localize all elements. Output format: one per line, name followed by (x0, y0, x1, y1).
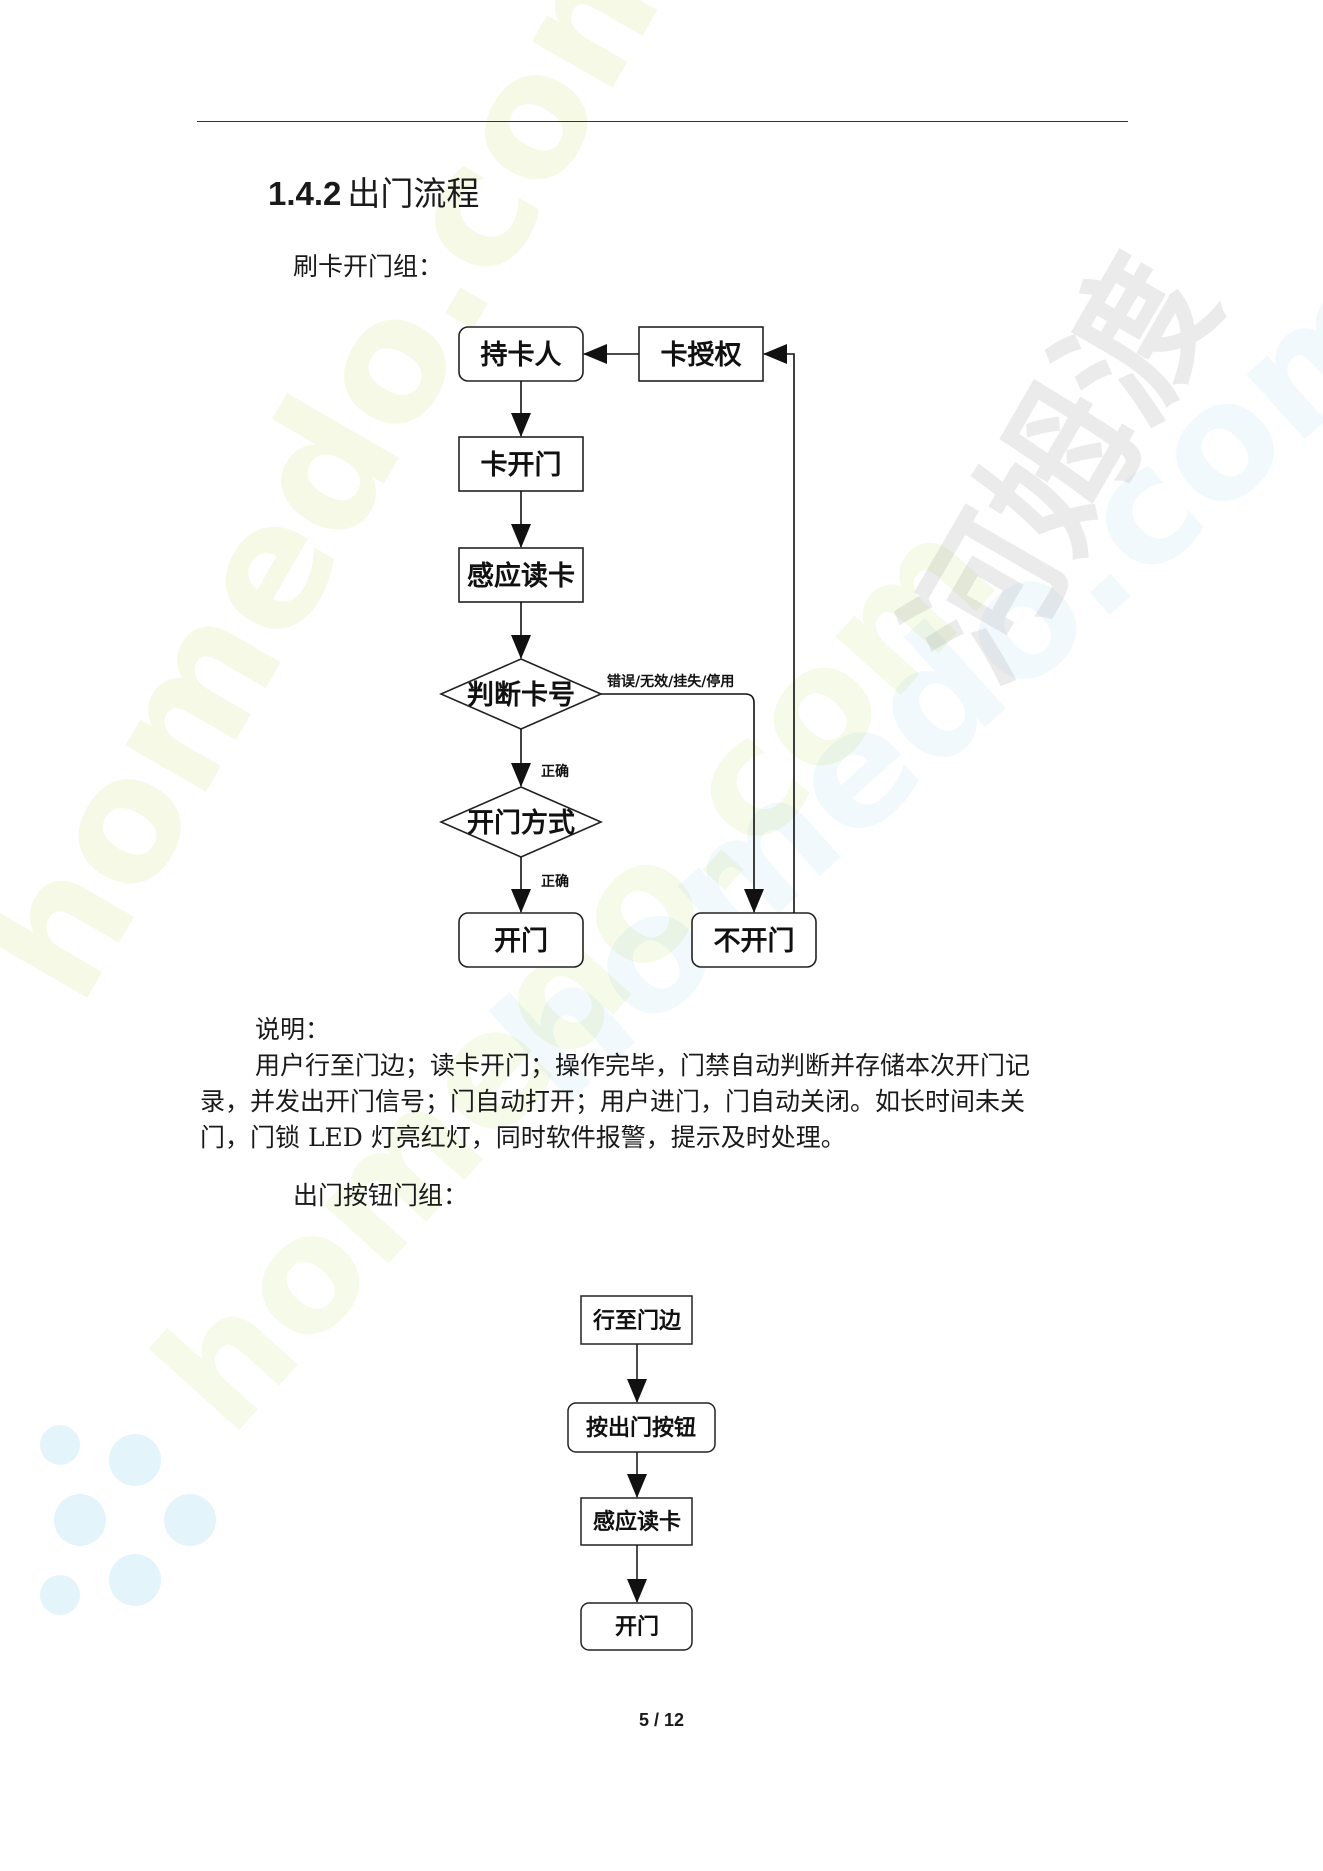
section-number: 1.4.2 (268, 175, 342, 212)
node-holder-label: 持卡人 (481, 340, 562, 371)
node-authorize-label: 卡授权 (661, 340, 742, 371)
card-group-label: 刷卡开门组： (293, 252, 444, 281)
node-no-open (691, 912, 817, 968)
node-walk (580, 1295, 693, 1345)
node-open-label: 开门 (494, 926, 548, 957)
node-no-open-label: 不开门 (714, 926, 795, 957)
node-open-2 (580, 1602, 693, 1651)
node-press (567, 1402, 716, 1453)
edge-label-correct-1: 正确 (541, 763, 569, 780)
description-label: 说明： (255, 1015, 331, 1044)
button-flowchart: 行至门边 按出门按钮 感应读卡 开门 (567, 1295, 716, 1651)
node-read-card-2 (580, 1497, 693, 1546)
header-rule (197, 121, 1128, 122)
node-card-open-label: 卡开门 (481, 450, 562, 481)
node-open-mode-label: 开门方式 (467, 807, 575, 839)
edge-label-error: 错误/无效/挂失/停用 (607, 673, 734, 690)
card-flowchart: 持卡人 卡授权 卡开门 感应读卡 判断卡号 开门方式 开门 不开门 错误/无效/… (439, 326, 817, 968)
node-judge-card-label: 判断卡号 (467, 680, 575, 711)
node-read-card-2-label: 感应读卡 (593, 1509, 681, 1535)
description-line-1: 用户行至门边；读卡开门；操作完毕，门禁自动判断并存储本次开门记 (255, 1051, 1031, 1080)
node-press-label: 按出门按钮 (586, 1415, 696, 1441)
edge-no-open-authorize (763, 344, 795, 913)
edge-label-correct-2: 正确 (541, 873, 569, 890)
description-line-3: 门，门锁 LED 灯亮红灯，同时软件报警，提示及时处理。 (200, 1123, 846, 1152)
description: 说明： 用户行至门边；读卡开门；操作完毕，门禁自动判断并存储本次开门记 录，并发… (200, 1012, 1130, 1156)
button-group-label: 出门按钮门组： (293, 1181, 469, 1210)
page-number: 5 / 12 (638, 1710, 685, 1730)
node-read-card (458, 547, 584, 603)
node-open-2-label: 开门 (615, 1614, 659, 1640)
node-read-card-label: 感应读卡 (467, 560, 575, 592)
node-walk-label: 行至门边 (592, 1308, 682, 1334)
edge-judge-no-open (601, 693, 764, 913)
node-card-open (458, 436, 584, 492)
node-open (458, 912, 584, 968)
description-line-2: 录，并发出开门信号；门自动打开；用户进门，门自动关闭。如长时间未关 (200, 1087, 1026, 1116)
section-title: 出门流程 (347, 174, 480, 213)
